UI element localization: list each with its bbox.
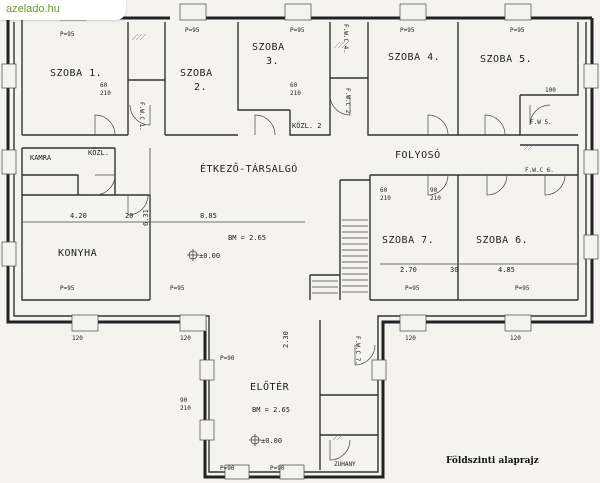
room-label-kozl2: KÖZL. 2 [292,121,322,130]
dim-w120-2: 120 [180,335,191,342]
room-label-kamra: KAMRA [30,154,52,162]
bm-label-1: BM = 2.65 [228,234,266,242]
room-label-konyha: KONYHA [58,248,97,259]
dim-h210-2: 210 [290,90,301,97]
dim-w120-4: 120 [510,335,521,342]
dim-p95-6: P=95 [60,285,75,292]
room-label-fwc2: F.W.C 2 [344,88,351,114]
room-label-szoba4: SZOBA 4. [388,52,440,63]
dim-p95-4: P=95 [400,27,415,34]
dim-p95-8: P=95 [405,285,420,292]
dim-h210-5: 210 [180,405,191,412]
dim-p90-3: P=90 [270,465,285,472]
dim-p95-5: P=95 [510,27,525,34]
room-label-fwc4: F.W.C 4. [342,24,349,53]
level-label-2: ±0.00 [261,437,282,445]
dim-w120-1: 120 [72,335,83,342]
level-label-1: ±0.00 [199,252,220,260]
dim-p90-1: P=90 [220,355,235,362]
room-label-fw5: F.W 5. [530,119,552,126]
room-label-szoba3-num: 3. [266,56,279,67]
dim-p95-9: P=95 [515,285,530,292]
dim-p95-2: P=95 [185,27,200,34]
dim-420: 4.20 [70,212,87,220]
room-label-etkezo: ÉTKEZŐ-TÁRSALGÓ [200,161,298,175]
dim-270: 2.70 [400,266,417,274]
room-label-szoba3-name: SZOBA [252,42,285,53]
dim-w90-2: 90 [180,397,188,404]
dim-w100: 100 [545,87,556,94]
dim-h210-1: 210 [100,90,111,97]
room-label-szoba6: SZOBA 6. [476,235,528,246]
dim-p90-2: P=90 [220,465,235,472]
dim-w90-1: 90 [430,187,438,194]
dim-p95-1: P=95 [60,31,75,38]
dim-h210-4: 210 [430,195,441,202]
dim-885: 8.85 [200,212,217,220]
room-label-szoba2-name: SZOBA [180,68,213,79]
dim-w120-3: 120 [405,335,416,342]
room-label-szoba5: SZOBA 5. [480,54,532,65]
dim-485: 4.85 [498,266,515,274]
dim-p95-7: P=95 [170,285,185,292]
plan-caption: Földszinti alaprajz [446,455,539,466]
dim-w60-2: 60 [290,82,298,89]
level-markers [187,249,261,446]
room-label-szoba2-num: 2. [194,82,207,93]
room-label-eloter: ELŐTÉR [250,379,290,393]
room-label-fwc6: F.W.C 6. [525,167,554,174]
room-label-szoba1: SZOBA 1. [50,68,102,79]
dimension-lines [22,148,578,300]
door-swings [94,94,566,461]
room-label-fwc7: F.W.C 7. [354,336,361,365]
dim-230: 2.30 [282,331,290,348]
dim-w60-3: 60 [380,187,388,194]
room-label-szoba7: SZOBA 7. [382,235,434,246]
dim-w60-1: 60 [100,82,108,89]
dim-20: 20 [125,212,133,220]
stair-treads [312,219,368,294]
dim-631: 6.31 [142,209,150,226]
bm-label-2: BM = 2.65 [252,406,290,414]
azelado-watermark: azelado.hu [0,0,126,20]
dim-p95-3: P=95 [290,27,305,34]
dim-h210-3: 210 [380,195,391,202]
room-label-fwc1: F.W.C 1. [138,102,145,131]
room-label-kozl1: KÖZL. [88,148,109,157]
room-label-folyoso: FOLYOSÓ [395,148,441,161]
room-label-zuhany: ZUHANY [334,461,356,468]
dim-30: 30 [450,266,458,274]
fixture-hatching [131,33,535,441]
windows [1,3,599,480]
